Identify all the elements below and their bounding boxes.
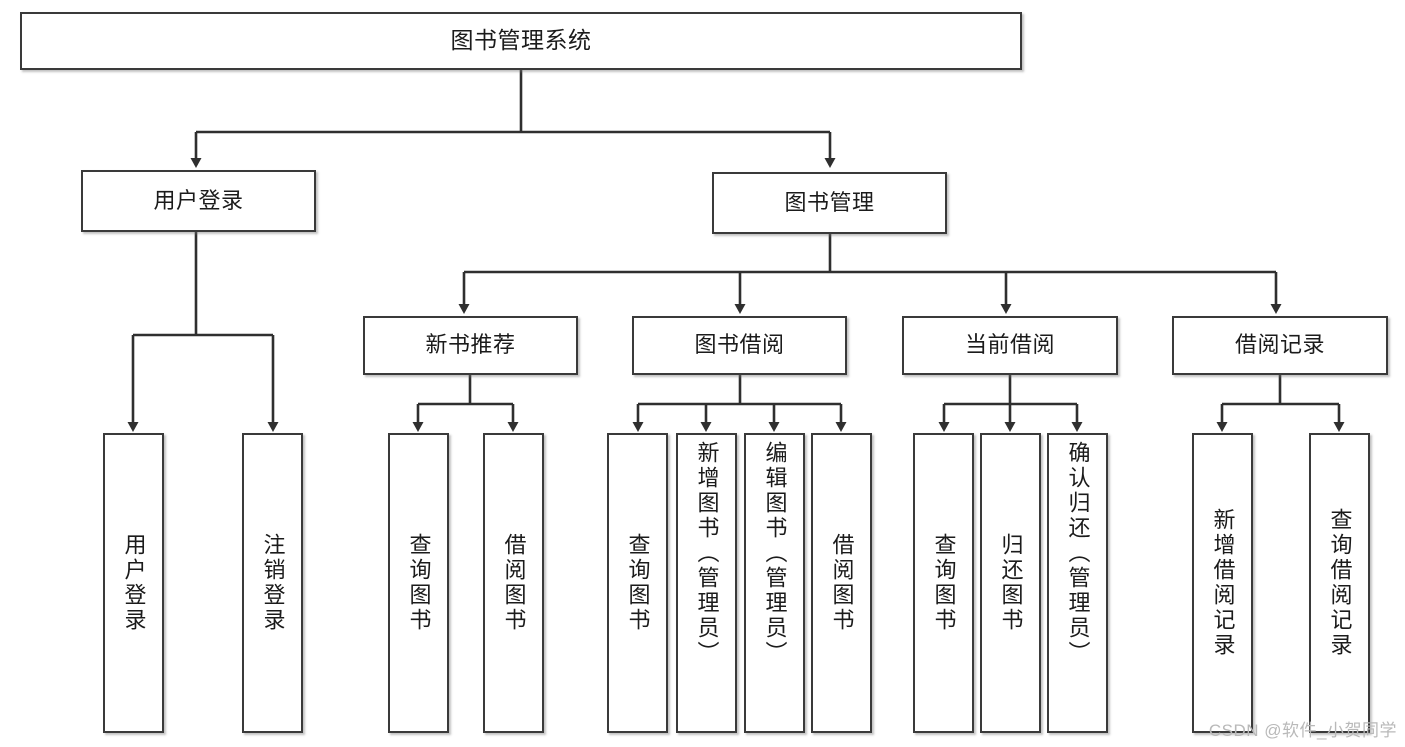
leaf-user-login[interactable]: 用户登录: [103, 433, 164, 733]
node-label: 用户登录: [153, 187, 244, 213]
leaf-query-book-current[interactable]: 查询图书: [913, 433, 974, 733]
leaf-label: 归还图书: [998, 533, 1024, 633]
node-label: 新书推荐: [425, 332, 516, 358]
node-new-book-recommend[interactable]: 新书推荐: [363, 316, 578, 375]
leaf-query-book-new[interactable]: 查询图书: [388, 433, 449, 733]
leaf-edit-book-admin[interactable]: 编辑图书（管理员）: [744, 433, 805, 733]
node-book-borrow[interactable]: 图书借阅: [632, 316, 847, 375]
node-label: 借阅记录: [1234, 332, 1325, 358]
leaf-label: 查询图书: [406, 533, 432, 633]
leaf-query-borrow-record[interactable]: 查询借阅记录: [1309, 433, 1370, 733]
leaf-label: 编辑图书（管理员）: [762, 441, 788, 666]
leaf-label: 确认归还（管理员）: [1065, 441, 1091, 666]
node-current-borrow[interactable]: 当前借阅: [902, 316, 1118, 375]
leaf-label: 借阅图书: [501, 533, 527, 633]
node-book-management[interactable]: 图书管理: [712, 172, 947, 234]
leaf-borrow-book-new[interactable]: 借阅图书: [483, 433, 544, 733]
node-borrow-record[interactable]: 借阅记录: [1172, 316, 1388, 375]
leaf-label: 查询图书: [931, 533, 957, 633]
node-user-login[interactable]: 用户登录: [81, 170, 316, 232]
node-label: 图书管理: [784, 189, 875, 215]
node-label: 图书借阅: [694, 332, 785, 358]
leaf-label: 新增图书（管理员）: [694, 441, 720, 666]
leaf-label: 新增借阅记录: [1210, 508, 1236, 658]
leaf-label: 注销登录: [260, 533, 286, 633]
leaf-add-book-admin[interactable]: 新增图书（管理员）: [676, 433, 737, 733]
leaf-add-borrow-record[interactable]: 新增借阅记录: [1192, 433, 1253, 733]
leaf-label: 查询借阅记录: [1327, 508, 1353, 658]
node-label: 图书管理系统: [450, 27, 592, 54]
leaf-borrow-book[interactable]: 借阅图书: [811, 433, 872, 733]
leaf-label: 查询图书: [625, 533, 651, 633]
leaf-label: 借阅图书: [829, 533, 855, 633]
watermark: CSDN @软件_小贺同学: [1208, 721, 1397, 740]
leaf-label: 用户登录: [121, 533, 147, 633]
leaf-return-book[interactable]: 归还图书: [980, 433, 1041, 733]
node-root-system[interactable]: 图书管理系统: [20, 12, 1022, 70]
leaf-query-book-borrow[interactable]: 查询图书: [607, 433, 668, 733]
leaf-logout[interactable]: 注销登录: [242, 433, 303, 733]
node-label: 当前借阅: [964, 332, 1055, 358]
leaf-confirm-return-admin[interactable]: 确认归还（管理员）: [1047, 433, 1108, 733]
